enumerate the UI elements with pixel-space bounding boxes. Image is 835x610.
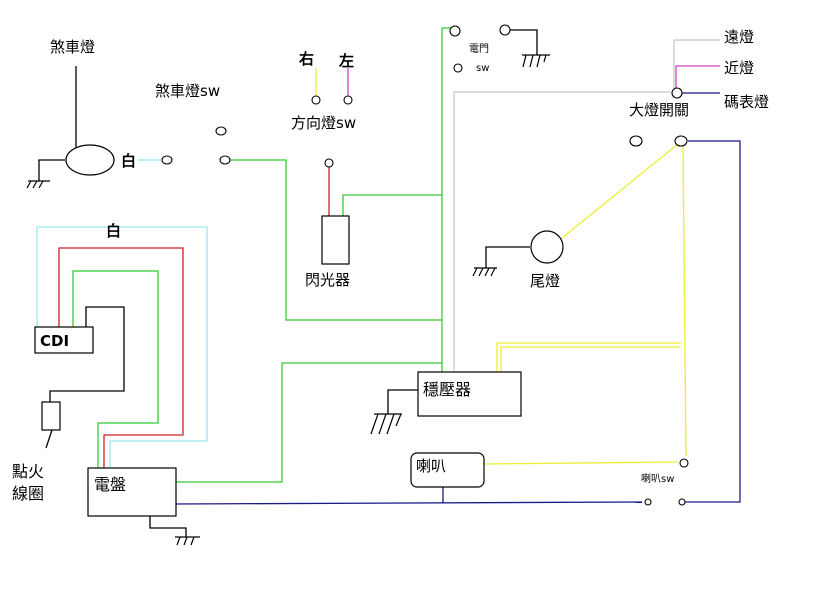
ground-icon bbox=[26, 180, 50, 189]
ignition-coil bbox=[41, 401, 61, 431]
labels: 煞車燈 煞車燈sw 白 白 右 左 方向燈sw 閃光器 電門 sw 遠燈 近燈 … bbox=[12, 28, 769, 503]
cyan-wire bbox=[36, 226, 208, 468]
black-wire-stator-ground bbox=[149, 516, 187, 537]
left-label: 左 bbox=[338, 52, 354, 70]
black-wire-coil bbox=[45, 429, 53, 449]
ignition-sw-label: 電門 bbox=[469, 43, 489, 55]
ign-sw-terminal[interactable] bbox=[453, 63, 463, 73]
flasher-box bbox=[321, 215, 350, 265]
stator-box bbox=[87, 467, 177, 517]
tail-light-label: 尾燈 bbox=[530, 272, 560, 290]
flasher-terminal bbox=[324, 158, 334, 168]
ign-sw-terminal[interactable] bbox=[449, 25, 461, 37]
flasher-label: 閃光器 bbox=[305, 271, 350, 289]
gray-wire-highbeam bbox=[673, 39, 720, 88]
white-wire-label: 白 bbox=[121, 152, 136, 170]
ignition-sw-suffix: sw bbox=[476, 63, 489, 74]
return-terminal bbox=[678, 498, 686, 506]
black-wire-ign-ground bbox=[510, 29, 538, 55]
terminals bbox=[161, 24, 689, 506]
cdi-label: CDI bbox=[40, 332, 69, 350]
ign-sw-terminal[interactable] bbox=[499, 24, 511, 36]
regulator-label: 穩壓器 bbox=[423, 380, 471, 399]
ground-icon bbox=[472, 267, 497, 277]
brake-light-label: 煞車燈 bbox=[50, 38, 95, 56]
horn-sw-terminal[interactable] bbox=[679, 458, 689, 468]
components bbox=[34, 144, 564, 517]
blue-wire-return bbox=[685, 140, 741, 503]
horn-label: 喇叭 bbox=[416, 457, 446, 475]
blue-wire-bottom bbox=[175, 501, 643, 505]
ground-icon bbox=[370, 413, 402, 435]
turn-right-terminal[interactable] bbox=[311, 95, 321, 105]
headlight-switch-label: 大燈開關 bbox=[629, 101, 689, 119]
gray-wire bbox=[453, 91, 670, 372]
cdi-box bbox=[34, 326, 94, 354]
right-label: 右 bbox=[299, 50, 314, 68]
ignition-coil-label-2: 線圈 bbox=[12, 484, 44, 503]
yellow-wire-regulator bbox=[496, 342, 681, 372]
ground-icon bbox=[522, 54, 550, 68]
headlight-sw-terminal[interactable] bbox=[674, 135, 688, 147]
headlight-selector-terminal[interactable] bbox=[671, 87, 683, 99]
yellow-wire-tail bbox=[561, 143, 679, 239]
meter-light-label: 碼表燈 bbox=[724, 93, 769, 111]
green-wire-cdi bbox=[72, 270, 159, 468]
white-wire-label: 白 bbox=[106, 222, 121, 240]
yellow-wire-horn bbox=[483, 461, 679, 465]
black-wire-reg-ground bbox=[387, 389, 418, 414]
brake-sw-terminal[interactable] bbox=[215, 126, 227, 136]
tail-light-bulb bbox=[530, 230, 564, 264]
yellow-wire-hlsw-down bbox=[682, 143, 687, 457]
brake-light-sw-label: 煞車燈sw bbox=[155, 82, 220, 100]
wires bbox=[36, 27, 741, 537]
return-terminal bbox=[644, 498, 652, 506]
brake-light-bulb bbox=[65, 144, 115, 176]
red-wire-cdi bbox=[58, 247, 184, 468]
turn-signal-sw-label: 方向燈sw bbox=[291, 114, 356, 132]
ground-symbols bbox=[26, 54, 550, 546]
ground-icon bbox=[175, 536, 200, 546]
green-wire-brakesw bbox=[230, 159, 442, 321]
black-wire-tail-ground bbox=[485, 246, 530, 268]
high-beam-label: 遠燈 bbox=[724, 28, 754, 46]
horn-sw-label: 喇叭sw bbox=[641, 473, 674, 485]
green-wire-flasher bbox=[342, 194, 442, 216]
terminal bbox=[161, 155, 173, 165]
low-beam-label: 近燈 bbox=[724, 59, 754, 77]
horn-box bbox=[410, 452, 485, 488]
black-wire-cdi-coil bbox=[49, 306, 125, 402]
regulator-box bbox=[417, 371, 522, 417]
ignition-coil-label-1: 點火 bbox=[12, 462, 44, 481]
turn-left-terminal[interactable] bbox=[343, 95, 353, 105]
green-wire-stator bbox=[176, 362, 442, 483]
stator-label: 電盤 bbox=[94, 475, 126, 494]
brake-sw-terminal[interactable] bbox=[219, 155, 231, 165]
black-wire-brake-ground bbox=[38, 159, 65, 181]
yellow-wire-regulator-2 bbox=[500, 346, 681, 372]
headlight-sw-terminal[interactable] bbox=[629, 135, 643, 147]
pink-wire-lowbeam bbox=[675, 65, 720, 88]
